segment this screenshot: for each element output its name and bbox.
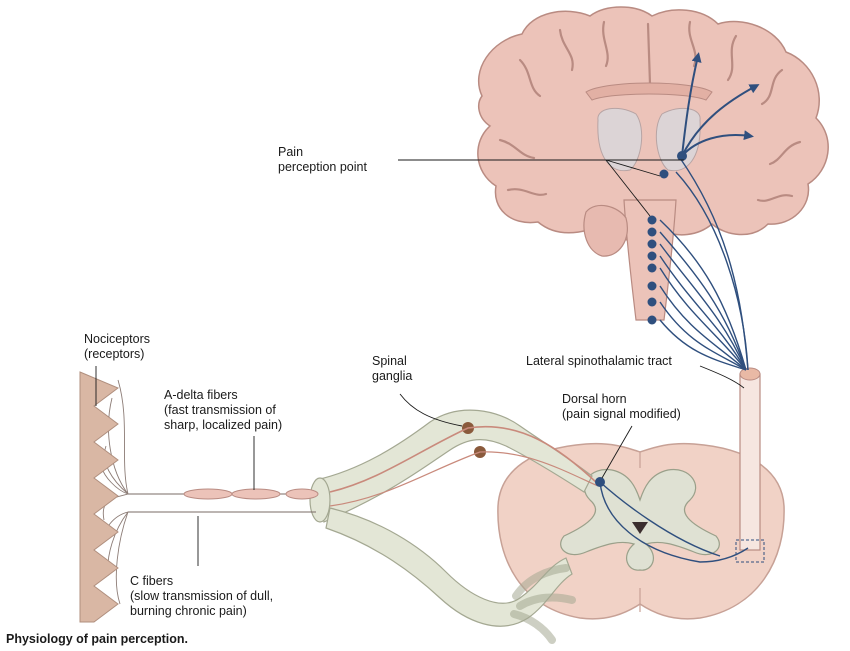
cerebellum	[583, 204, 628, 257]
nerve-cut-end	[309, 477, 331, 523]
thalamus-right	[655, 107, 701, 172]
nociceptors-label: Nociceptors (receptors)	[84, 332, 150, 361]
myelin-segment-1	[183, 488, 233, 500]
figure-caption: Physiology of pain perception.	[6, 632, 188, 646]
c-fibers-label: C fibers (slow transmission of dull, bur…	[130, 574, 274, 618]
peripheral-fibers	[101, 379, 319, 605]
spinothalamic-tract	[735, 367, 765, 563]
brain-sulci	[498, 20, 802, 202]
myelin-segment-3	[285, 488, 319, 500]
cortex-projections	[681, 52, 760, 157]
ventral-root	[325, 507, 573, 627]
dorsal-horn-neuron	[595, 477, 605, 487]
ascending-pathways	[599, 157, 749, 563]
corpus-callosum	[585, 82, 713, 101]
dorsal-horn-label: Dorsal horn (pain signal modified)	[562, 392, 681, 421]
relay-neurons	[595, 151, 687, 487]
lateral-spinothalamic-tract-label: Lateral spinothalamic tract	[526, 354, 672, 368]
central-canal	[632, 522, 648, 534]
spinal-ganglia-label: Spinal ganglia	[372, 354, 413, 383]
brain-cortex	[477, 6, 829, 241]
myelin-segment-2	[231, 488, 281, 500]
a-delta-fibers-label: A-delta fibers (fast transmission of sha…	[164, 388, 283, 432]
brain	[477, 6, 829, 321]
nerve-bundle	[315, 409, 593, 523]
skin-edge	[79, 371, 119, 623]
leader-lines	[95, 159, 745, 566]
tract-top	[739, 367, 761, 381]
tract-tube	[739, 373, 761, 551]
pain-perception-point-label: Pain perception point	[278, 145, 367, 174]
nerve-roots	[309, 409, 599, 644]
root-fingers	[510, 564, 576, 644]
